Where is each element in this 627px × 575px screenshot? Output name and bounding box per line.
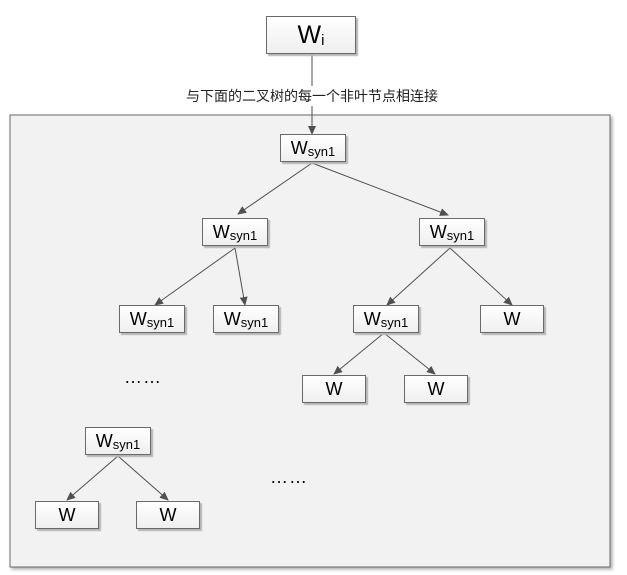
ellipsis-bottom: …… — [270, 467, 308, 487]
edge-r2-to-r3leaf — [449, 247, 513, 306]
edges — [66, 55, 513, 501]
leaf-node-bottom-a: W — [35, 501, 99, 529]
root-node-sub: i — [321, 31, 325, 49]
leaf-node-level4-b: W — [404, 375, 468, 403]
leaf-node-level4-a: W — [302, 375, 366, 403]
edge-l2-to-l3a — [154, 247, 236, 306]
root-node-main: W — [297, 20, 322, 49]
edge-top-to-left — [237, 162, 313, 215]
leaf-node-right-level3: W — [480, 305, 544, 333]
edge-r2-to-r3syn — [386, 247, 451, 306]
connection-caption: 与下面的二叉树的每一个非叶节点相连接 — [183, 86, 441, 106]
edge-l2-to-l3b — [234, 247, 248, 306]
edge-bl-to-leaf-b — [117, 455, 169, 501]
tree-container-panel — [9, 114, 611, 568]
edge-r3-to-leaf-a — [333, 332, 385, 375]
edge-bl-to-leaf-a — [66, 455, 119, 501]
edge-r3-to-leaf-b — [383, 332, 436, 375]
leaf-node-bottom-b: W — [136, 501, 200, 529]
edge-top-to-right — [311, 162, 449, 216]
ellipsis-left: …… — [124, 367, 162, 387]
